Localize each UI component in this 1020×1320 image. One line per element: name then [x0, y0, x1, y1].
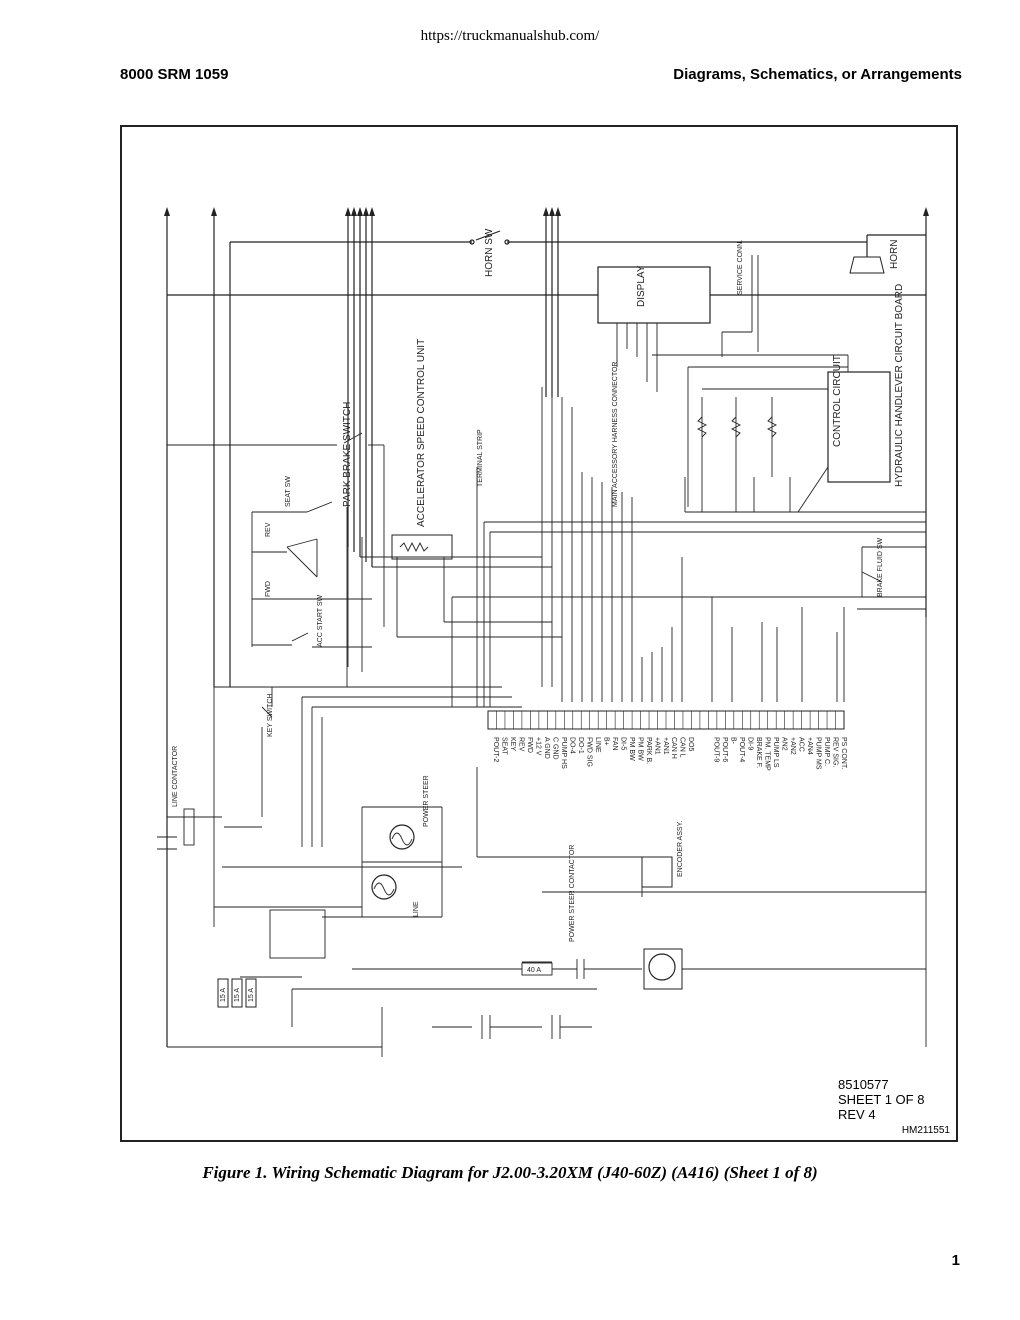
connector-pin-label: SEAT	[501, 737, 508, 755]
connector-pin-label: PM. TEMP	[763, 737, 770, 771]
connector-pin-label: +AN1	[653, 737, 660, 755]
sheet-number: SHEET 1 OF 8	[838, 1092, 925, 1107]
connector-pin-label: DO5	[687, 737, 694, 752]
display-label: DISPLAY	[636, 265, 647, 307]
connector-pin-label: CAN H	[670, 737, 677, 759]
connector-pin-label: +AN4	[806, 737, 813, 755]
connector-pin-label: FWD SIG	[585, 737, 592, 767]
connector-pin-label: ACC	[797, 737, 804, 752]
connector-pin-label: POUT-2	[492, 737, 499, 762]
service-conn-label: SERVICE CONN.	[737, 240, 744, 295]
main-fuse-label: 40 A	[527, 967, 541, 974]
encoder-label: ENCODER ASSY.	[677, 821, 684, 877]
horn-switch-label: HORN SW	[484, 228, 495, 277]
connector-pin-label: LINE	[594, 737, 601, 753]
connector-pin-label: POUT-4	[738, 737, 745, 762]
power-steer-contactor-label: POWER STEER CONTACTOR	[569, 845, 576, 942]
control-circuit-label: CONTROL CIRCUIT	[832, 355, 843, 447]
connector-pin-label: FWD	[526, 737, 533, 753]
connector-pin-label: FAN	[611, 737, 618, 751]
connector-pin-label: DI-9	[747, 737, 754, 750]
connector-pin-label: KEY	[509, 737, 516, 751]
line-contactor-label: LINE CONTACTOR	[172, 746, 179, 807]
sheet-info: 8510577 SHEET 1 OF 8 REV 4	[838, 1077, 924, 1122]
page-number: 1	[951, 1252, 960, 1269]
connector-pin-label: PM BW	[628, 737, 635, 761]
line-label: LINE	[413, 901, 420, 917]
connector-pin-label: PUMP LS	[772, 737, 779, 768]
fuse-label-2: 15 A	[234, 988, 241, 1002]
main-accessory-label: MAIN ACCESSORY HARNESS CONNECTOR	[612, 362, 619, 507]
brake-fluid-label: BRAKE FLUID SW	[877, 537, 884, 597]
connector-pin-label: DO-4	[569, 737, 576, 754]
power-steer-label: POWER STEER	[423, 775, 430, 827]
connector-pin-label: +AN2	[789, 737, 796, 755]
figure-caption: Figure 1. Wiring Schematic Diagram for J…	[202, 1163, 818, 1182]
horn-label: HORN	[889, 240, 900, 269]
section-title: Diagrams, Schematics, or Arrangements	[673, 66, 962, 83]
source-url: https://truckmanualshub.com/	[420, 28, 600, 44]
connector-pin-label: REV SIG.	[831, 737, 838, 767]
connector-pin-label: +12 V	[535, 737, 542, 756]
fuse-label-1: 15 A	[220, 988, 227, 1002]
terminal-strip-label: TERMINAL STRIP	[477, 429, 484, 487]
connector-pin-label: BRAKE F.	[755, 737, 762, 768]
acc-start-label: ACC START SW	[317, 594, 324, 647]
connector-pin-label: C GND	[552, 737, 559, 760]
connector-pin-label: POUT-9	[713, 737, 720, 762]
connector-pin-label: B+	[602, 737, 609, 746]
drawing-number: 8510577	[838, 1077, 889, 1092]
key-switch-label: KEY SWITCH	[267, 694, 274, 737]
rev-label: REV	[265, 522, 272, 537]
document-id: 8000 SRM 1059	[120, 66, 229, 83]
connector-pin-label: PUMP C.	[823, 737, 830, 766]
schematic-frame: HORN HORN SW DISPLAY SERVICE CONN. CONTR…	[120, 125, 958, 1142]
connector-pin-label: PARK B.	[645, 737, 652, 764]
connector-pin-label: PS CONT.	[840, 737, 847, 769]
connector-pin-label: CAN L	[679, 737, 686, 758]
fuse-label-3: 15 A	[248, 988, 255, 1002]
hydraulic-board-label: HYDRAULIC HANDLEVER CIRCUIT BOARD	[894, 284, 905, 487]
figure-id: HM211551	[901, 1125, 950, 1136]
accelerator-label: ACCELERATOR SPEED CONTROL UNIT	[416, 339, 427, 527]
fwd-label: FWD	[265, 581, 272, 597]
connector-pin-label: POUT-6	[721, 737, 728, 762]
revision: REV 4	[838, 1107, 876, 1122]
connector-pin-label: A GND	[543, 737, 550, 759]
connector-pin-label: DI-5	[619, 737, 626, 750]
connector-pin-label: AN2	[780, 737, 787, 751]
connector-pin-label: REV	[518, 737, 525, 752]
connector-pin-label: PUMP HS	[560, 737, 567, 769]
connector-pin-label: +AN1	[662, 737, 669, 755]
park-brake-label: PARK BRAKE SWITCH	[342, 402, 353, 507]
connector-pin-label: PUMP MS	[814, 737, 821, 770]
connector-pin-dividers	[496, 711, 836, 729]
wiring-schematic: HORN HORN SW DISPLAY SERVICE CONN. CONTR…	[157, 207, 929, 1057]
connector-pin-label: B-	[730, 737, 737, 745]
connector-pin-label: DO-1	[577, 737, 584, 754]
connector-pin-label: PM BW	[636, 737, 643, 761]
seat-switch-label: SEAT SW	[285, 476, 292, 507]
